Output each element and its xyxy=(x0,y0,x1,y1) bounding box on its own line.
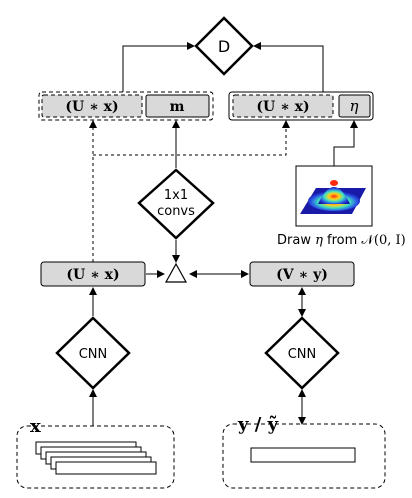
dashed-edges xyxy=(89,120,290,262)
fake-pair-group: (U ∗ x) η xyxy=(228,91,374,121)
real-conv-feat-label: (U ∗ x) xyxy=(65,99,118,115)
caption-prefix: Draw xyxy=(277,233,315,248)
discriminator-node: D xyxy=(194,16,254,76)
sequence-stack-icon xyxy=(35,441,157,475)
input-y-label: y / ỹ xyxy=(237,414,279,435)
gaussian-icon xyxy=(295,165,373,227)
vertical-edges xyxy=(89,287,306,426)
cnn-right-label: CNN xyxy=(288,347,317,362)
noise-caption: Draw η from 𝒩(0, I) xyxy=(277,233,406,248)
noise-edge xyxy=(333,120,358,166)
features-y-label: (V ∗ y) xyxy=(276,267,328,283)
edges-to-discriminator xyxy=(122,42,324,92)
sequence-icon xyxy=(250,447,356,463)
real-conv-feat-right-label: (U ∗ x) xyxy=(256,99,309,115)
combiner-label-line2: convs xyxy=(157,204,195,219)
discriminator-label: D xyxy=(218,37,230,56)
cnn-left-node: CNN xyxy=(55,316,131,390)
combiner-node: 1x1 convs xyxy=(137,168,215,240)
caption-eta: η xyxy=(315,233,323,248)
mask-feat-label: m xyxy=(170,99,185,115)
combiner-label-line1: 1x1 xyxy=(164,188,188,203)
merge-triangle-icon xyxy=(164,262,188,283)
features-x-box: (U ∗ x) xyxy=(40,261,146,287)
input-x-group: x xyxy=(16,416,175,489)
cnn-right-node: CNN xyxy=(264,316,340,390)
caption-dist: 𝒩(0, I) xyxy=(361,233,405,248)
cnn-left-label: CNN xyxy=(79,347,108,362)
features-x-label: (U ∗ x) xyxy=(66,267,119,283)
real-pair-group: (U ∗ x) m xyxy=(38,91,214,121)
noise-feat-label: η xyxy=(350,97,359,115)
features-y-box: (V ∗ y) xyxy=(249,261,355,287)
input-y-group: y / ỹ xyxy=(222,414,386,489)
input-x-label: x xyxy=(30,416,41,437)
caption-middle: from xyxy=(323,233,362,248)
